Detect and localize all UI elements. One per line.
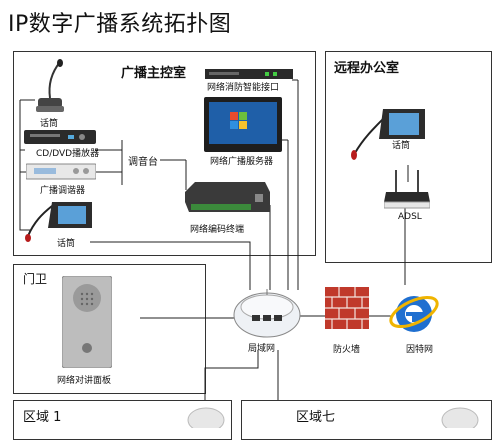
lan-hub-icon [233,289,301,338]
remote-microphone-icon [351,109,425,160]
zone-area-7-label: 区域七 [296,410,336,425]
adsl-router-icon [384,170,430,209]
fire-interface-label: 网络消防智能接口 [207,83,280,93]
ceiling-speaker-icon [187,407,225,428]
mic-touch-label: 话筒 [57,239,76,249]
remote-mic-label: 话筒 [392,141,411,151]
zone-area-1-label: 区域 1 [23,410,62,425]
cd-dvd-player-icon [24,130,96,144]
mic-main-label: 话筒 [40,119,59,129]
server-label: 网络广播服务器 [210,157,274,167]
firewall-label: 防火墙 [333,345,361,355]
ceiling-speaker-icon [441,407,479,428]
gooseneck-microphone-icon [36,59,64,112]
broadcast-tuner-icon [26,163,96,180]
intercom-panel-icon [62,276,112,368]
zone-guard-label: 门卫 [23,272,48,286]
adsl-label: ADSL [398,212,422,222]
intercom-label: 网络对讲面板 [57,376,112,386]
server-monitor-icon [204,97,282,152]
encoder-label: 网络编码终端 [190,225,245,235]
lan-label: 局域网 [248,344,276,354]
internet-label: 因特网 [406,345,434,355]
fire-interface-icon [205,69,293,79]
touch-panel-microphone-icon [25,202,92,242]
internet-explorer-icon [389,295,439,332]
cd-dvd-label: CD/DVD播放器 [36,149,100,159]
zone-main-control-label: 广播主控室 [121,66,187,81]
zone-remote-office-label: 远程办公室 [334,61,400,76]
page-title: IP数字广播系统拓扑图 [8,12,232,37]
firewall-icon [325,287,369,329]
broadcast-tuner-label: 广播调谐器 [40,186,86,196]
encoder-icon [185,182,270,212]
mixer-label: 调音台 [128,157,158,168]
